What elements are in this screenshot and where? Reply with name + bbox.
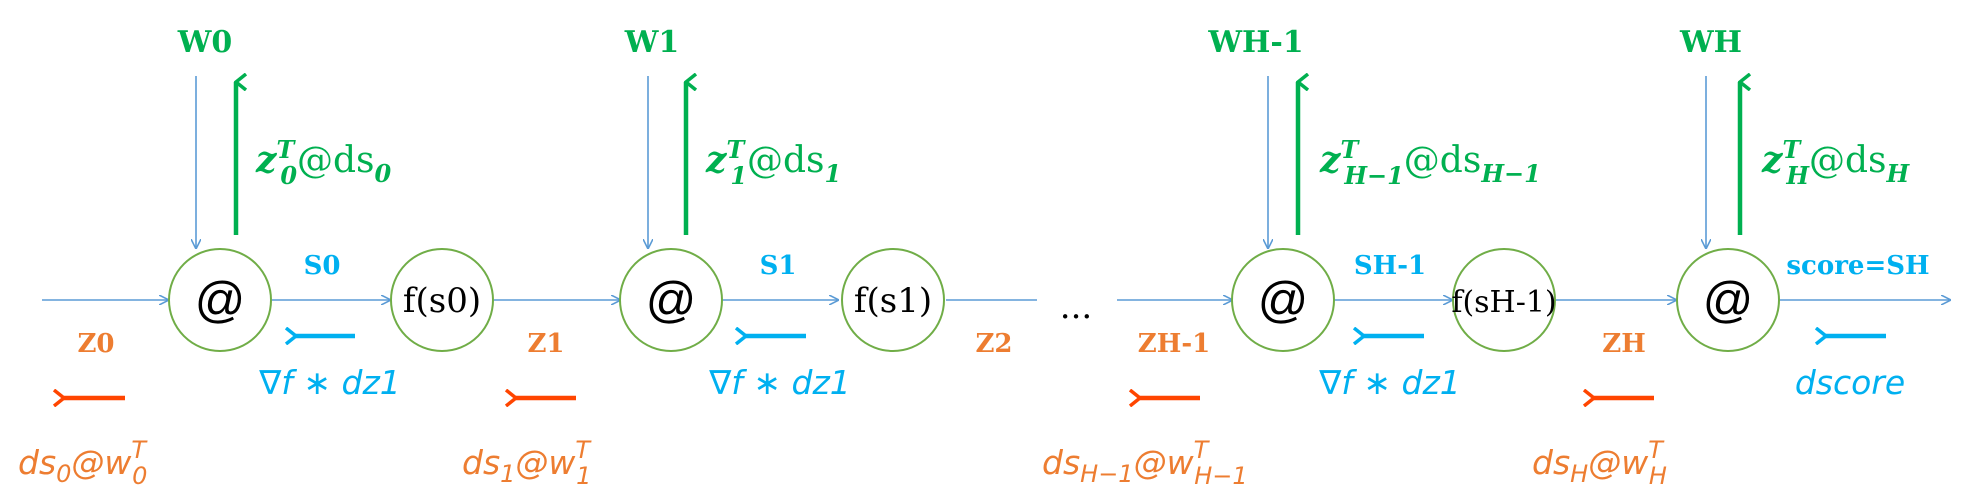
weight-label-1: W1 — [624, 25, 680, 60]
z-label-2: Z2 — [975, 329, 1012, 359]
z-label-1: Z1 — [527, 329, 564, 359]
svg-text:@: @ — [195, 272, 246, 328]
matmul-node-0: @ — [168, 248, 272, 352]
dscore-label: dscore — [1795, 363, 1905, 402]
svg-text:f(sH-1): f(sH-1) — [1451, 285, 1556, 320]
z-label-H: ZH — [1602, 329, 1646, 359]
svg-text:@: @ — [646, 272, 697, 328]
matmul-node-H: @ — [1676, 248, 1780, 352]
activation-node-0: f(s0) — [390, 248, 494, 352]
ellipsis: ... — [1060, 287, 1092, 327]
weight-input-edges — [196, 76, 1706, 248]
svg-text:f(s0): f(s0) — [403, 281, 481, 321]
z-label-H-1: ZH-1 — [1138, 329, 1210, 359]
weight-label-H: WH — [1679, 25, 1742, 60]
matmul-node-1: @ — [619, 248, 723, 352]
s-label-0: S0 — [304, 251, 341, 281]
activation-node-1: f(s1) — [841, 248, 945, 352]
svg-text:@: @ — [1258, 272, 1309, 328]
grad-f-0: ∇f ∗ dz1 — [258, 363, 401, 402]
s-label-H: score=SH — [1786, 251, 1929, 281]
z-label-0: Z0 — [77, 329, 114, 359]
activation-node-H-1: f(sH-1) — [1451, 248, 1557, 352]
svg-text:@: @ — [1703, 272, 1754, 328]
weight-label-H-1: WH-1 — [1207, 25, 1303, 60]
grad-f-1: ∇f ∗ dz1 — [708, 363, 851, 402]
svg-text:f(s1): f(s1) — [854, 281, 932, 321]
s-label-H-1: SH-1 — [1354, 251, 1426, 281]
grad-f-H-1: ∇f ∗ dz1 — [1318, 363, 1461, 402]
weight-grad-edges — [233, 82, 1740, 235]
s-label-1: S1 — [760, 251, 797, 281]
weight-label-0: W0 — [177, 25, 233, 60]
matmul-node-H-1: @ — [1231, 248, 1335, 352]
